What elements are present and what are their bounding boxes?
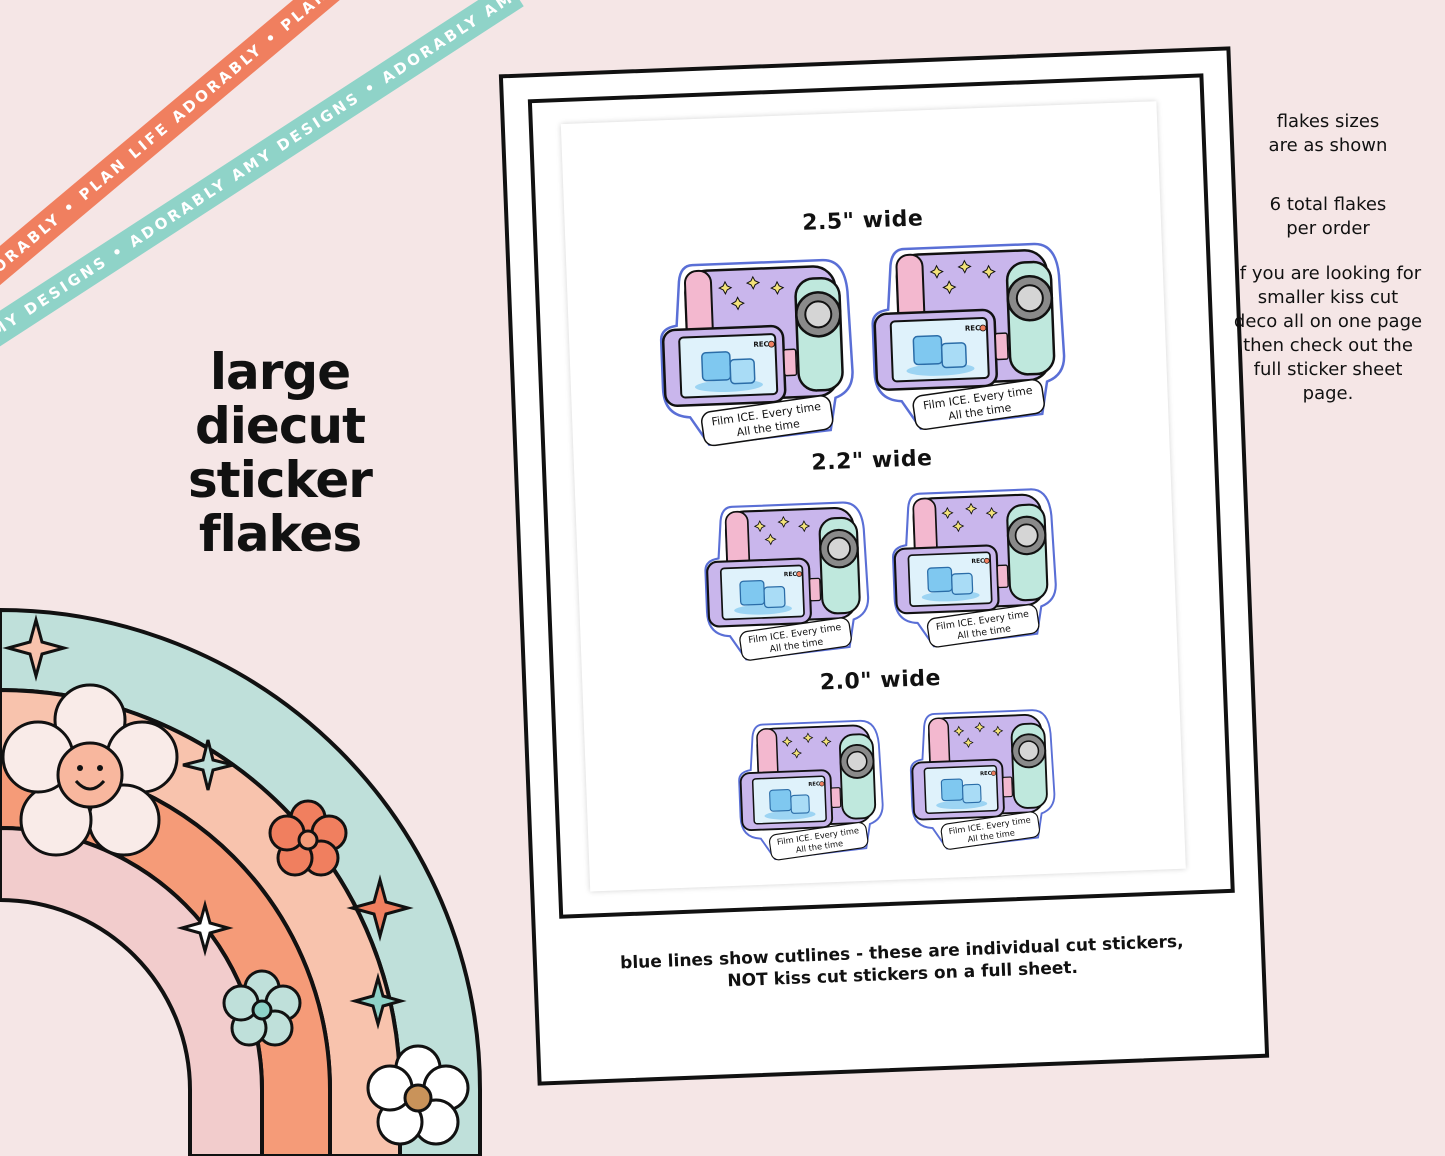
teal-flower-icon bbox=[222, 969, 302, 1047]
kiss-cut-note: if you are looking for smaller kiss cut … bbox=[1228, 262, 1428, 406]
kiss-cut-note-line-2: smaller kiss cut bbox=[1257, 287, 1399, 308]
size-note-line-2: are as shown bbox=[1268, 135, 1388, 156]
sparkle-icon bbox=[2, 614, 70, 682]
kiss-cut-note-line-4: then check out the bbox=[1243, 335, 1413, 356]
kiss-cut-note-line-6: page. bbox=[1302, 383, 1354, 404]
headline-line-1: large bbox=[209, 343, 351, 401]
svg-text:REC: REC bbox=[784, 571, 797, 578]
size-label-row-1: 2.5" wide bbox=[801, 206, 924, 236]
size-note: flakes sizes are as shown bbox=[1228, 110, 1428, 158]
sparkle-icon bbox=[176, 899, 234, 957]
smiley-flower-icon bbox=[1, 683, 179, 857]
svg-text:REC: REC bbox=[808, 781, 820, 787]
count-note-line-2: per order bbox=[1286, 218, 1370, 239]
sparkle-icon bbox=[346, 874, 414, 942]
size-label-row-3: 2.0" wide bbox=[819, 665, 942, 696]
size-note-line-1: flakes sizes bbox=[1276, 111, 1380, 132]
cutline-caption: blue lines show cutlines - these are ind… bbox=[577, 929, 1228, 998]
svg-text:REC: REC bbox=[753, 340, 769, 349]
white-daisy-icon bbox=[366, 1044, 470, 1146]
kiss-cut-note-line-1: if you are looking for bbox=[1234, 263, 1422, 284]
rainbow-decoration bbox=[0, 607, 482, 1156]
coral-flower-icon bbox=[268, 799, 348, 877]
svg-text:REC: REC bbox=[980, 771, 992, 777]
count-note-line-1: 6 total flakes bbox=[1269, 194, 1387, 215]
kiss-cut-note-line-3: deco all on one page bbox=[1233, 311, 1423, 332]
headline-line-2: diecut bbox=[195, 397, 366, 455]
svg-text:REC: REC bbox=[971, 558, 984, 565]
svg-text:REC: REC bbox=[965, 324, 981, 333]
sparkle-icon bbox=[182, 739, 234, 791]
sparkle-icon bbox=[349, 972, 407, 1030]
headline: large diecut sticker flakes bbox=[100, 345, 460, 561]
headline-line-3: sticker flakes bbox=[188, 451, 373, 563]
count-note: 6 total flakes per order bbox=[1228, 193, 1428, 241]
kiss-cut-note-line-5: full sticker sheet bbox=[1253, 359, 1403, 380]
